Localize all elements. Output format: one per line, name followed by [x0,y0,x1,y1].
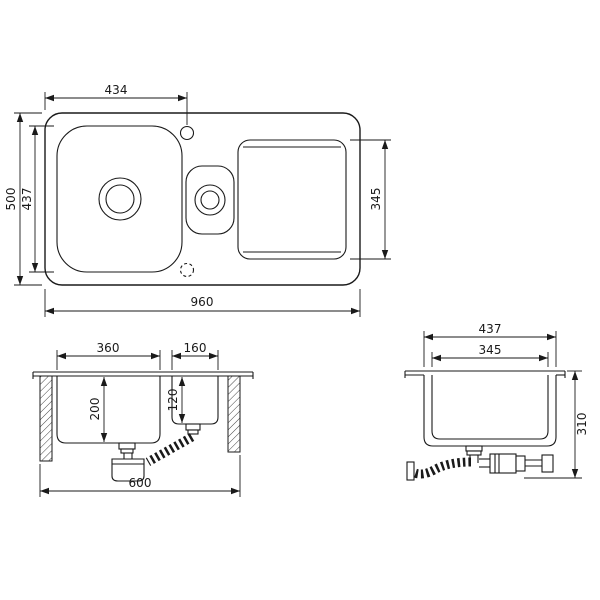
corrugated-hose [145,433,195,466]
drainboard [237,139,347,260]
right-cabinet-side [227,375,241,453]
dim-label-600: 600 [129,476,152,490]
main-bowl-top [56,125,183,273]
tap-hole-icon [179,125,195,141]
dim-drainboard-depth: 345 [350,139,391,260]
main-waste-fitting [118,442,136,450]
bowl-section-inner [431,375,549,440]
dim-label-437-side: 437 [479,322,502,336]
main-drain-outer-icon [98,177,142,221]
half-drain-outer-icon [194,184,226,216]
dim-main-bowl-width: 360 [56,341,161,370]
front-view: 360 160 200 120 600 [32,341,254,497]
optional-tap-hole-icon [179,262,195,278]
sink-outline [44,112,361,286]
side-waste-fitting [465,445,483,452]
dim-label-500: 500 [4,188,18,211]
top-view: 434 500 437 345 960 [4,83,391,317]
dim-cabinet-width: 600 [39,455,241,497]
dim-label-345-side: 345 [479,343,502,357]
dim-half-bowl-depth: 120 [166,377,186,423]
side-view: 437 345 310 [404,322,589,481]
wall-flange [406,461,415,481]
waste-plumbing-front [111,423,201,482]
outlet-elbow [541,454,554,473]
corrugated-elbow [413,457,472,479]
bowl-section-outer [423,375,557,447]
dim-main-bowl-depth: 200 [88,377,108,442]
dim-label-960: 960 [191,295,214,309]
trap-cylinder [489,453,517,474]
dim-side-overall-width: 437 [423,322,557,367]
main-bowl-section [56,376,161,444]
dim-side-overall-height: 310 [524,370,589,479]
dim-label-200: 200 [88,398,102,421]
dim-label-360: 360 [97,341,120,355]
dim-label-310: 310 [575,413,589,436]
dim-overall-length: 960 [44,289,361,317]
dim-overall-depth: 500 [4,112,42,286]
side-rim [404,370,566,378]
dim-side-bowl-inner: 345 [431,343,549,367]
dim-half-bowl-width: 160 [171,341,219,370]
dim-label-437-top: 437 [20,188,34,211]
half-bowl-top [185,165,235,235]
main-drain-inner-icon [105,184,135,214]
waste-plumbing-side [406,445,554,481]
half-drain-inner-icon [200,190,220,210]
dim-tap-offset: 434 [44,83,188,125]
dim-label-345-top: 345 [369,188,383,211]
countertop [32,371,254,379]
left-cabinet-side [39,375,53,462]
half-waste-fitting [185,423,201,431]
dim-label-434: 434 [105,83,128,97]
dim-bowl-zone-depth: 437 [20,125,54,273]
dim-label-120: 120 [166,389,180,412]
dim-label-160: 160 [184,341,207,355]
